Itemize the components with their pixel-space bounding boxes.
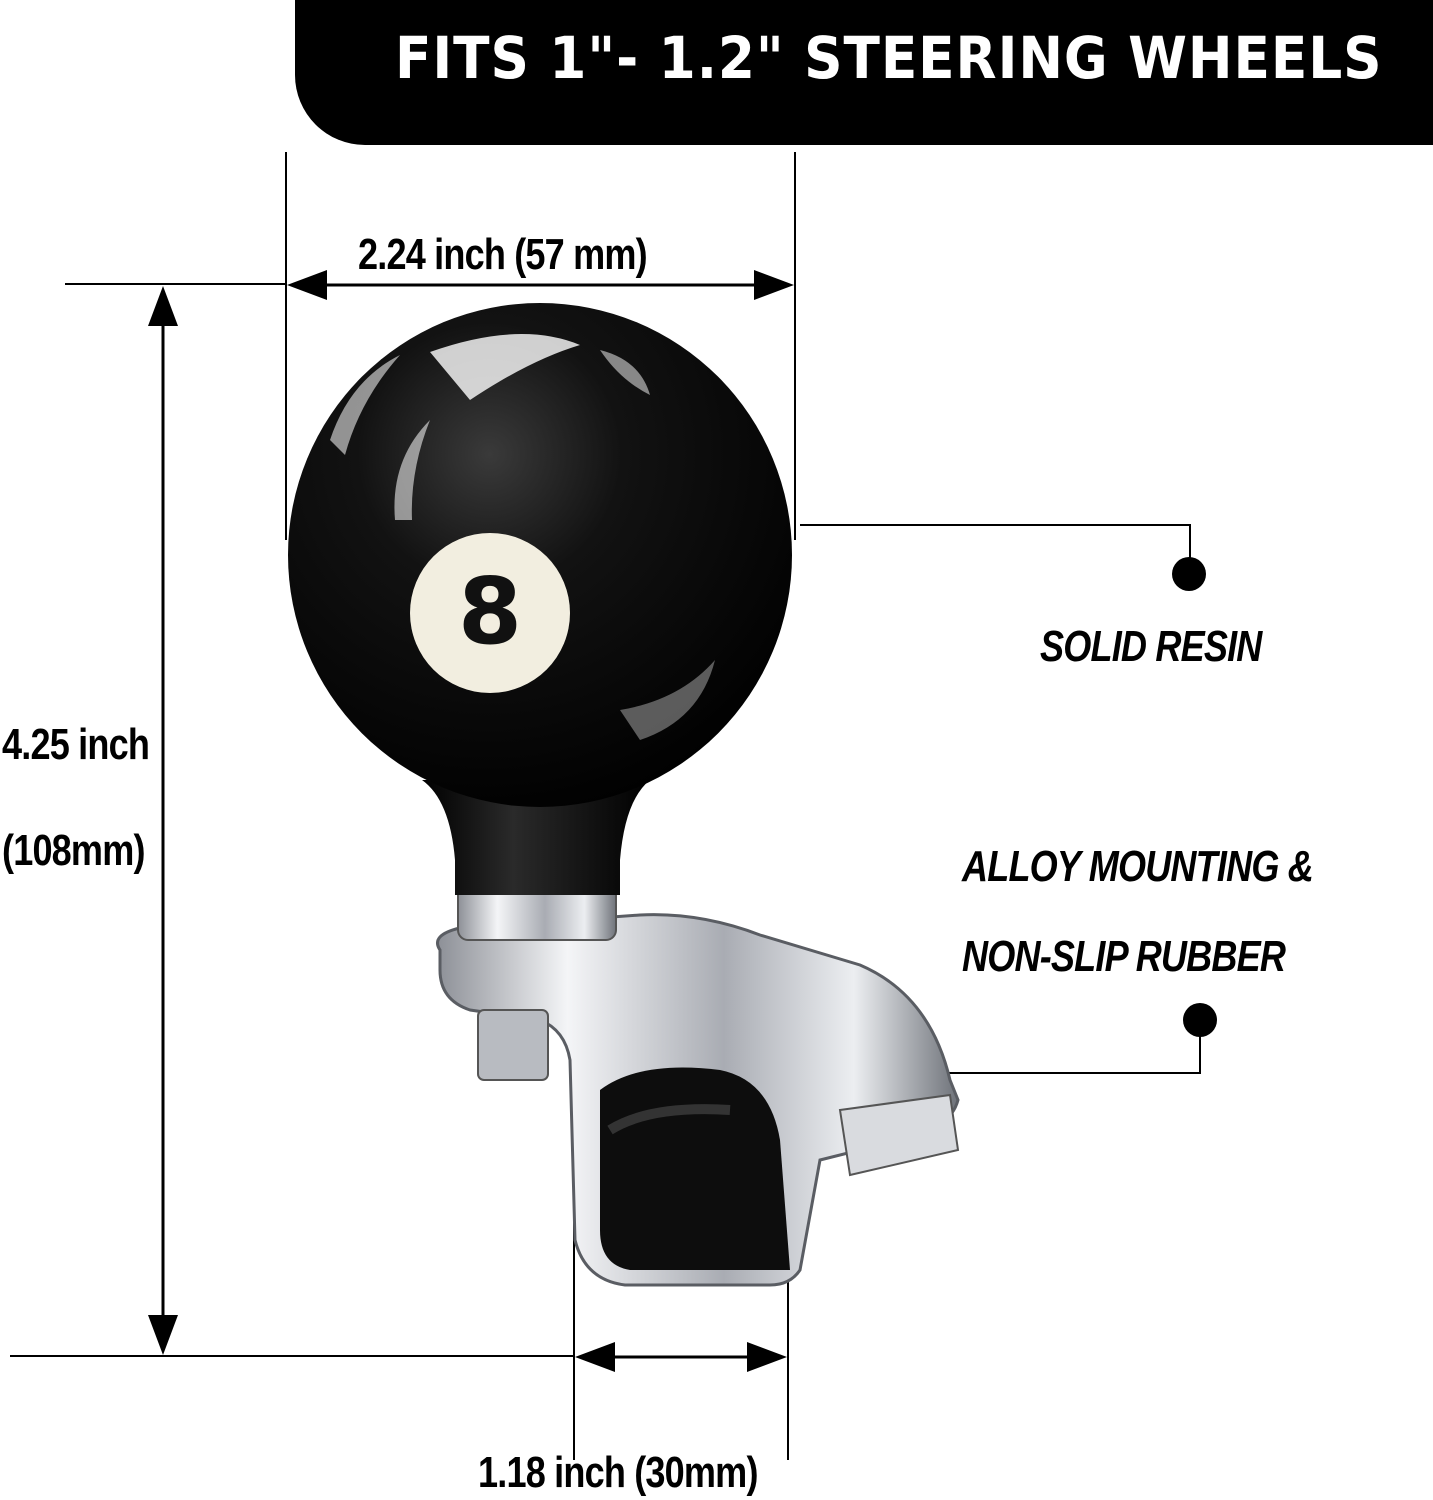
arrow-down-icon [148,1315,178,1355]
height-dimension [10,283,575,1357]
width-dimension [285,152,796,540]
ball-number: 8 [458,558,522,665]
alloy-clamp [436,913,960,1287]
eight-ball: 8 [288,303,792,807]
bullet-icon [1183,1003,1217,1037]
leader-solid-resin [800,524,1206,591]
number-circle [410,533,570,693]
arrow-right-icon [754,270,794,300]
arrow-left-icon [575,1342,615,1372]
feature-non-slip-rubber: NON-SLIP RUBBER [962,932,1286,981]
hinge [838,1093,960,1177]
header-banner [295,0,1433,145]
arrow-up-icon [148,286,178,326]
rubber-insert [600,1067,790,1270]
leader-alloy-mounting [940,1003,1217,1074]
highlight [430,334,580,400]
arrow-left-icon [287,270,327,300]
feature-solid-resin: SOLID RESIN [1040,622,1262,671]
ball-collar [422,780,650,941]
hex-nut [477,1009,549,1081]
bullet-icon [1172,557,1206,591]
arrow-right-icon [747,1342,787,1372]
feature-alloy-mounting: ALLOY MOUNTING & [962,842,1314,891]
width-label: 2.24 inch (57 mm) [358,230,648,279]
banner-title: FITS 1"- 1.2" STEERING WHEELS [395,24,1383,92]
height-inch-label: 4.25 inch [2,720,150,769]
clamp-width-label: 1.18 inch (30mm) [478,1448,758,1497]
height-mm-label: (108mm) [2,826,145,875]
